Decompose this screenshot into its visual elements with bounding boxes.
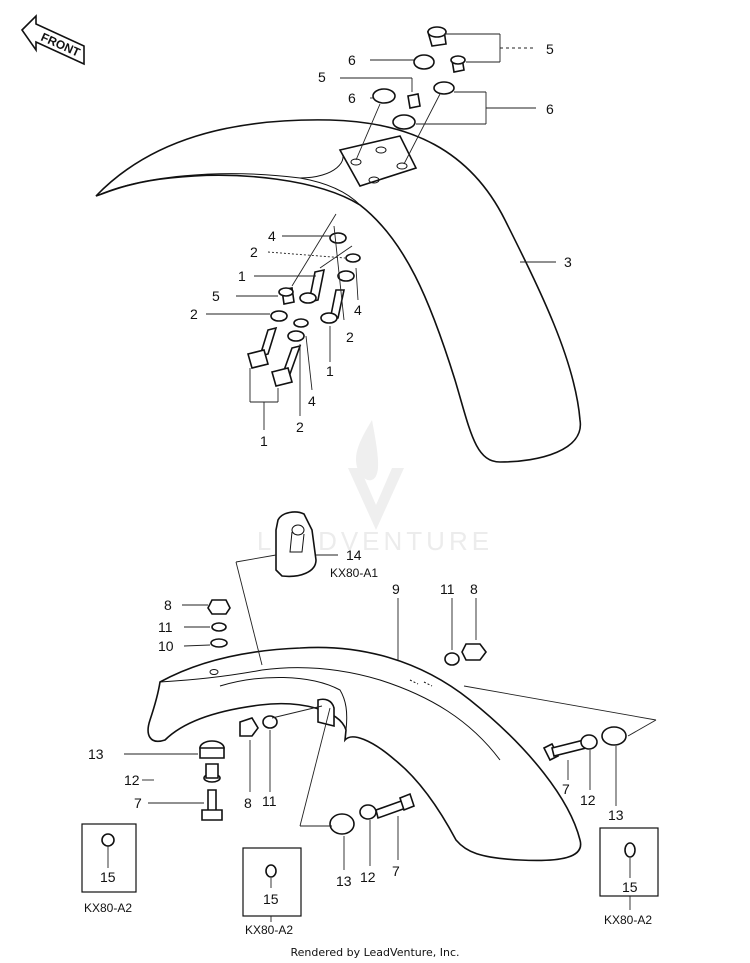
- caption-kx80-a2: KX80-A2: [245, 923, 293, 937]
- grommet-collar-set-top: [372, 26, 466, 130]
- label-2: 2: [250, 244, 258, 260]
- label-8: 8: [244, 795, 252, 811]
- label-15: 15: [100, 869, 116, 885]
- label-5: 5: [318, 69, 326, 85]
- label-6: 6: [546, 101, 554, 117]
- caption-kx80-a1: KX80-A1: [330, 566, 378, 580]
- label-14: 14: [346, 547, 362, 563]
- label-9: 9: [392, 581, 400, 597]
- label-13: 13: [608, 807, 624, 823]
- label-8: 8: [470, 581, 478, 597]
- label-2: 2: [190, 306, 198, 322]
- label-7: 7: [134, 795, 142, 811]
- bolt-washer-set-top: [247, 232, 361, 387]
- label-5: 5: [546, 41, 554, 57]
- bracket-part-14: [275, 511, 317, 578]
- washer-part-15-set: [101, 833, 636, 878]
- label-8: 8: [164, 597, 172, 613]
- label-10: 10: [158, 638, 174, 654]
- label-1: 1: [260, 433, 268, 449]
- label-12: 12: [580, 792, 596, 808]
- caption-kx80-a2: KX80-A2: [84, 901, 132, 915]
- option-boxes: [81, 823, 659, 917]
- callout-labels-top: 5 6 5 6 6 3 4 2 1 5 2 4 2 1 4 2 1: [190, 41, 572, 449]
- label-12: 12: [360, 869, 376, 885]
- label-11: 11: [440, 581, 455, 597]
- label-11: 11: [262, 793, 277, 809]
- label-13: 13: [88, 746, 104, 762]
- label-7: 7: [562, 781, 570, 797]
- front-fender: [95, 119, 581, 463]
- label-3: 3: [564, 254, 572, 270]
- hardware-set-bottom: [199, 599, 627, 835]
- label-15: 15: [263, 891, 279, 907]
- callout-labels-bottom: 14 KX80-A1 9 11 8 8 11 10 13 12 7 8 11 7…: [84, 547, 652, 937]
- caption-kx80-a2: KX80-A2: [604, 913, 652, 927]
- label-15: 15: [622, 879, 638, 895]
- front-arrow-icon: FRONT: [20, 14, 85, 66]
- front-label: FRONT: [39, 30, 83, 60]
- label-1: 1: [326, 363, 334, 379]
- label-11: 11: [158, 619, 173, 635]
- label-12: 12: [124, 772, 140, 788]
- label-2: 2: [346, 329, 354, 345]
- label-7: 7: [392, 863, 400, 879]
- leader-lines-top: [206, 33, 556, 430]
- label-4: 4: [268, 228, 276, 244]
- label-5: 5: [212, 288, 220, 304]
- rear-fender: [147, 646, 582, 862]
- label-2: 2: [296, 419, 304, 435]
- label-4: 4: [308, 393, 316, 409]
- label-13: 13: [336, 873, 352, 889]
- label-1: 1: [238, 268, 246, 284]
- label-6: 6: [348, 90, 356, 106]
- footer-credit: Rendered by LeadVenture, Inc.: [290, 946, 459, 959]
- label-6: 6: [348, 52, 356, 68]
- label-4: 4: [354, 302, 362, 318]
- leader-lines-bottom: [107, 554, 657, 922]
